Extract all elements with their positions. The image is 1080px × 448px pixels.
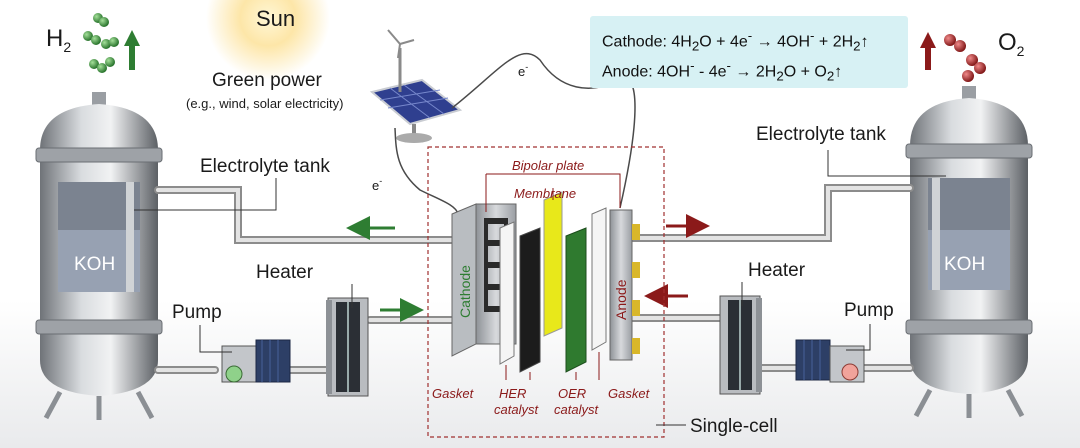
tank-right-leader [827, 150, 946, 177]
right-heater [719, 295, 762, 395]
gasket-right-shape [591, 207, 607, 351]
anode-eq-sup: - [726, 58, 731, 73]
electron-top-label: e- [518, 62, 528, 79]
green-power-label: Green power [212, 70, 323, 91]
h2-label: H2 [46, 25, 71, 55]
gasket-left-label: Gasket [432, 386, 475, 401]
cathode-eq-sup: - [747, 28, 753, 43]
cathode-eq-part: + 2H [814, 33, 854, 51]
wire-left [394, 127, 459, 215]
left-heater [326, 297, 369, 397]
single-cell-label: Single-cell [690, 416, 778, 437]
anode-plate [609, 209, 640, 361]
heater-left-label: Heater [256, 262, 314, 283]
gasket-left-shape [499, 221, 515, 365]
anode-equation: Anode: 4OH- - 4e- → 2H2O + O2↑ [602, 58, 842, 84]
wire-top [451, 52, 636, 209]
cathode-eq-part: Cathode: 4H [602, 33, 692, 51]
cathode-plate [451, 203, 517, 357]
component-leaders [485, 173, 621, 380]
left-pump [221, 339, 291, 383]
pump-left-leader [199, 325, 232, 353]
cathode-eq-sub: 2 [853, 38, 861, 54]
cathode-eq-part: → 4OH [752, 33, 810, 51]
anode-eq-part: O + O [783, 63, 827, 81]
pump-left-label: Pump [172, 302, 222, 323]
sun-label: Sun [256, 6, 295, 31]
bipolar-plate-label: Bipolar plate [512, 158, 584, 173]
solar-panel [369, 78, 463, 143]
cathode-eq-part: O + 4e [699, 33, 748, 51]
oer-catalyst-label-1: OER [558, 386, 586, 401]
cathode-equation: Cathode: 4H2O + 4e- → 4OH- + 2H2↑ [602, 28, 869, 54]
anode-eq-sup: - [690, 58, 695, 73]
anode-eq-part: - 4e [694, 63, 727, 81]
o2-up-arrow-icon [920, 32, 936, 70]
her-catalyst-shape [519, 227, 541, 373]
right-pump [795, 339, 865, 383]
koh-right-label: KOH [944, 254, 985, 275]
koh-left-label: KOH [74, 254, 115, 275]
h2-up-arrow-icon [124, 30, 140, 70]
membrane-label: Membrane [514, 186, 576, 201]
her-catalyst-label-2: catalyst [494, 402, 539, 417]
membrane-shape [543, 191, 563, 337]
cathode-label: Cathode [457, 265, 473, 318]
anode-eq-sub: 2 [776, 68, 784, 84]
cathode-eq-arrow: ↑ [860, 33, 869, 51]
right-tank [905, 86, 1033, 418]
electrolyte-tank-left-label: Electrolyte tank [200, 156, 330, 177]
cathode-eq-sub: 2 [691, 38, 700, 54]
her-catalyst-label-1: HER [499, 386, 526, 401]
oer-catalyst-shape [565, 227, 587, 373]
left-tank [35, 92, 163, 420]
cathode-eq-sup: - [810, 28, 815, 43]
gasket-right-label: Gasket [608, 386, 651, 401]
anode-label: Anode [613, 279, 629, 320]
pump-right-label: Pump [844, 300, 894, 321]
anode-eq-part: → 2H [730, 63, 777, 81]
anode-eq-part: Anode: 4OH [602, 63, 691, 81]
h2-molecules-icon [83, 13, 119, 73]
sun-icon [206, 0, 330, 80]
oer-catalyst-label-2: catalyst [554, 402, 599, 417]
tank-left-leader [134, 178, 277, 211]
o2-molecules-icon [944, 34, 986, 82]
anode-eq-sub: 2 [826, 68, 835, 84]
single-cell-box [427, 146, 665, 438]
wind-turbine-icon [387, 29, 415, 92]
electrolyte-tank-right-label: Electrolyte tank [756, 124, 886, 145]
equations-box: Cathode: 4H2O + 4e- → 4OH- + 2H2↑ Anode:… [590, 16, 908, 88]
green-power-sub-label: (e.g., wind, solar electricity) [186, 96, 344, 111]
anode-eq-arrow: ↑ [834, 63, 843, 81]
o2-label: O2 [998, 29, 1025, 59]
electron-left-label: e- [372, 176, 382, 193]
heater-right-label: Heater [748, 260, 806, 281]
pump-right-leader [846, 324, 871, 351]
